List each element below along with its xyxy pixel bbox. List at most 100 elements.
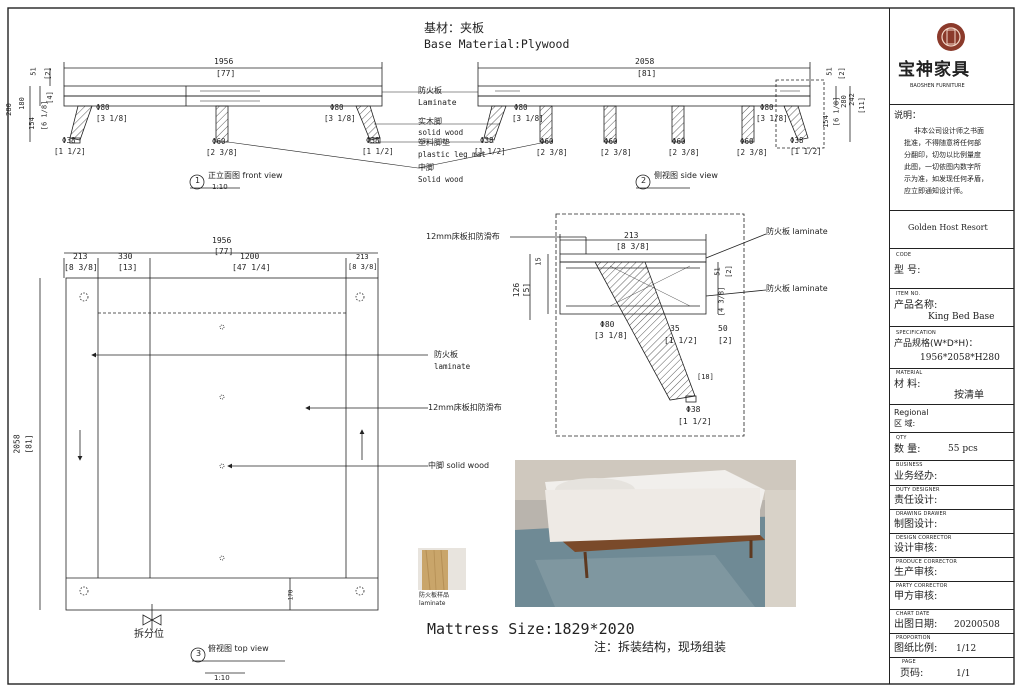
detail-dim-35-in: [1 1/2] [664,336,698,345]
item-label-en: ITEM NO. [896,291,921,297]
side-phi38-left-in: [1 1/2] [474,147,506,156]
side-phi60-1-in: [2 3/8] [536,148,568,157]
party-label-en: PARTY CORRECTOR [896,583,948,589]
produce-label-cn: 生产审核: [894,567,938,578]
front-overall-mm: 1956 [214,57,234,66]
front-phi80-left: Φ80 [96,103,110,112]
code-label-en: CODE [896,252,912,258]
duty-cell: DUTY DESIGNER 责任设计: [890,485,1014,510]
top-dim-1200: 1200 [240,252,260,261]
spec-cell: SPECIFICATION 产品规格(W*D*H)： 1956*2058*H28… [890,326,1014,369]
mattress-size: Mattress Size:1829*2020 [427,620,635,638]
callout-middle-leg-en: Solid wood [418,175,464,184]
bed-rendering-photo [515,460,796,607]
item-label-cn: 产品名称: [894,300,938,311]
front-dim-280: 280 [4,103,13,116]
side-phi80-left-in: [3 1/8] [512,114,544,123]
design-label-cn: 设计审核: [894,543,938,554]
detail-dim-35: 35 [670,324,680,333]
notes-line-2: 批准，不得随意将任何部 [904,139,981,147]
spec-value: 1956*2058*H280 [920,353,1000,363]
callout-plastic-mat-cn: 塑料脚垫 [418,138,450,147]
detail-dim-15: 15 [534,257,543,266]
spec-label-cn: 产品规格(W*D*H)： [894,339,978,349]
detail-phi38: Φ38 [686,405,701,414]
side-dim-51: 51 [825,67,834,76]
front-phi60-in: [2 3/8] [206,148,238,157]
business-cell: BUSINESS 业务经办: [890,460,1014,486]
top-view-drawing [39,252,428,674]
top-dim-213: 213 [73,252,88,261]
callout-middle-leg-cn: 中脚 [418,163,434,172]
detail-anti-slip: 12mm床板扣防滑布 [426,232,500,241]
front-phi80-right: Φ80 [330,103,344,112]
top-depth-in: [81] [24,434,34,454]
region-cell: Regional 区 域: [890,404,1014,433]
detail-section-drawing [510,213,767,437]
callout-solid-leg-en: solid wood [418,128,464,137]
design-corrector-cell: DESIGN CORRECTOR 设计审核: [890,533,1014,558]
notes-title: 说明： [894,111,922,121]
front-overall-in: [77] [216,69,236,78]
code-label-cn: 型 号: [894,265,921,276]
region-label-en: Regional [894,408,929,417]
side-dim-51-in: [2] [837,67,846,80]
drawing-label-cn: 制图设计: [894,519,938,530]
business-label-en: BUSINESS [896,462,923,468]
notes-line-5: 示为准，如发现任何矛盾， [904,175,988,183]
side-overall-mm: 2058 [635,57,655,66]
produce-corrector-cell: PRODUCE CORRECTOR 生产审核: [890,557,1014,582]
side-dim-280: 280 [839,95,848,108]
callout-laminate-cn: 防火板 [418,86,442,95]
notes-line-3: 分翻印，切勿以比例量度 [904,151,981,159]
side-dim-154: 154 [821,115,830,128]
side-phi38-left: Φ38 [480,136,494,145]
material-value: 按清单 [954,390,984,401]
drawing-cell: DRAWING DRAWER 制图设计: [890,509,1014,534]
page-label-cn: 页码: [900,668,924,679]
date-label-cn: 出图日期: [894,619,938,630]
top-dim-330-in: [13] [118,263,138,272]
side-phi60-4-in: [2 3/8] [736,148,768,157]
callout-solid-leg-cn: 实木脚 [418,117,442,126]
material-cell: MATERIAL 材 料: 按清单 [890,368,1014,405]
side-phi80-left: Φ80 [514,103,528,112]
date-label-en: CHART DATE [896,611,930,617]
swatch-caption-en: laminate [419,600,446,607]
side-view-drawing [477,62,851,190]
front-dim-154-in: [6 1/8] [40,100,49,131]
detail-laminate-side: 防火板 laminate [766,284,828,293]
notes-line-6: 应立即通知设计师。 [904,187,967,195]
detail-dim-51: 51 [713,267,722,276]
front-phi38-left-in: [1 1/2] [54,147,86,156]
proportion-label-en: PROPORTION [896,635,931,641]
detail-dim-213-in: [8 3/8] [616,242,650,251]
top-dim-330: 330 [118,252,133,261]
front-dim-180: 180 [17,97,26,110]
side-phi60-1: Φ60 [540,137,554,146]
side-phi80-right-in: [3 1/8] [756,114,788,123]
proportion-label-cn: 图纸比例: [894,643,938,654]
produce-label-en: PRODUCE CORRECTOR [896,559,958,565]
qty-cell: QTY 数 量: 55 pcs [890,432,1014,461]
side-phi60-4: Φ60 [740,137,754,146]
detail-dim-126: 126 [512,282,522,298]
side-view-number: 2 [641,176,647,185]
logo-en: BAOSHEN FURNITURE [910,83,965,89]
top-laminate-en: laminate [434,362,471,371]
top-overall-mm: 1956 [212,236,232,245]
detail-phi38-in: [1 1/2] [678,417,712,426]
detail-dim-50-in: [2] [718,336,733,345]
title-block: 宝神家具 BAOSHEN FURNITURE 说明： 非本公司设计师之书面 批准… [889,8,1014,684]
side-dim-280-in: [11] [857,97,866,114]
swatch-caption-cn: 防火板样品 [419,592,450,599]
top-view-scale: 1:10 [214,674,230,682]
side-dim-242: 242 [847,93,856,106]
item-value: King Bed Base [928,312,995,322]
duty-label-cn: 责任设计: [894,495,938,506]
detail-dim-50: 50 [718,324,728,333]
item-cell: ITEM NO. 产品名称: King Bed Base [890,288,1014,327]
side-phi38-right-in: [1 1/2] [790,147,822,156]
detail-phi80-in: [3 1/8] [594,331,628,340]
logo-cn: 宝神家具 [898,60,970,80]
